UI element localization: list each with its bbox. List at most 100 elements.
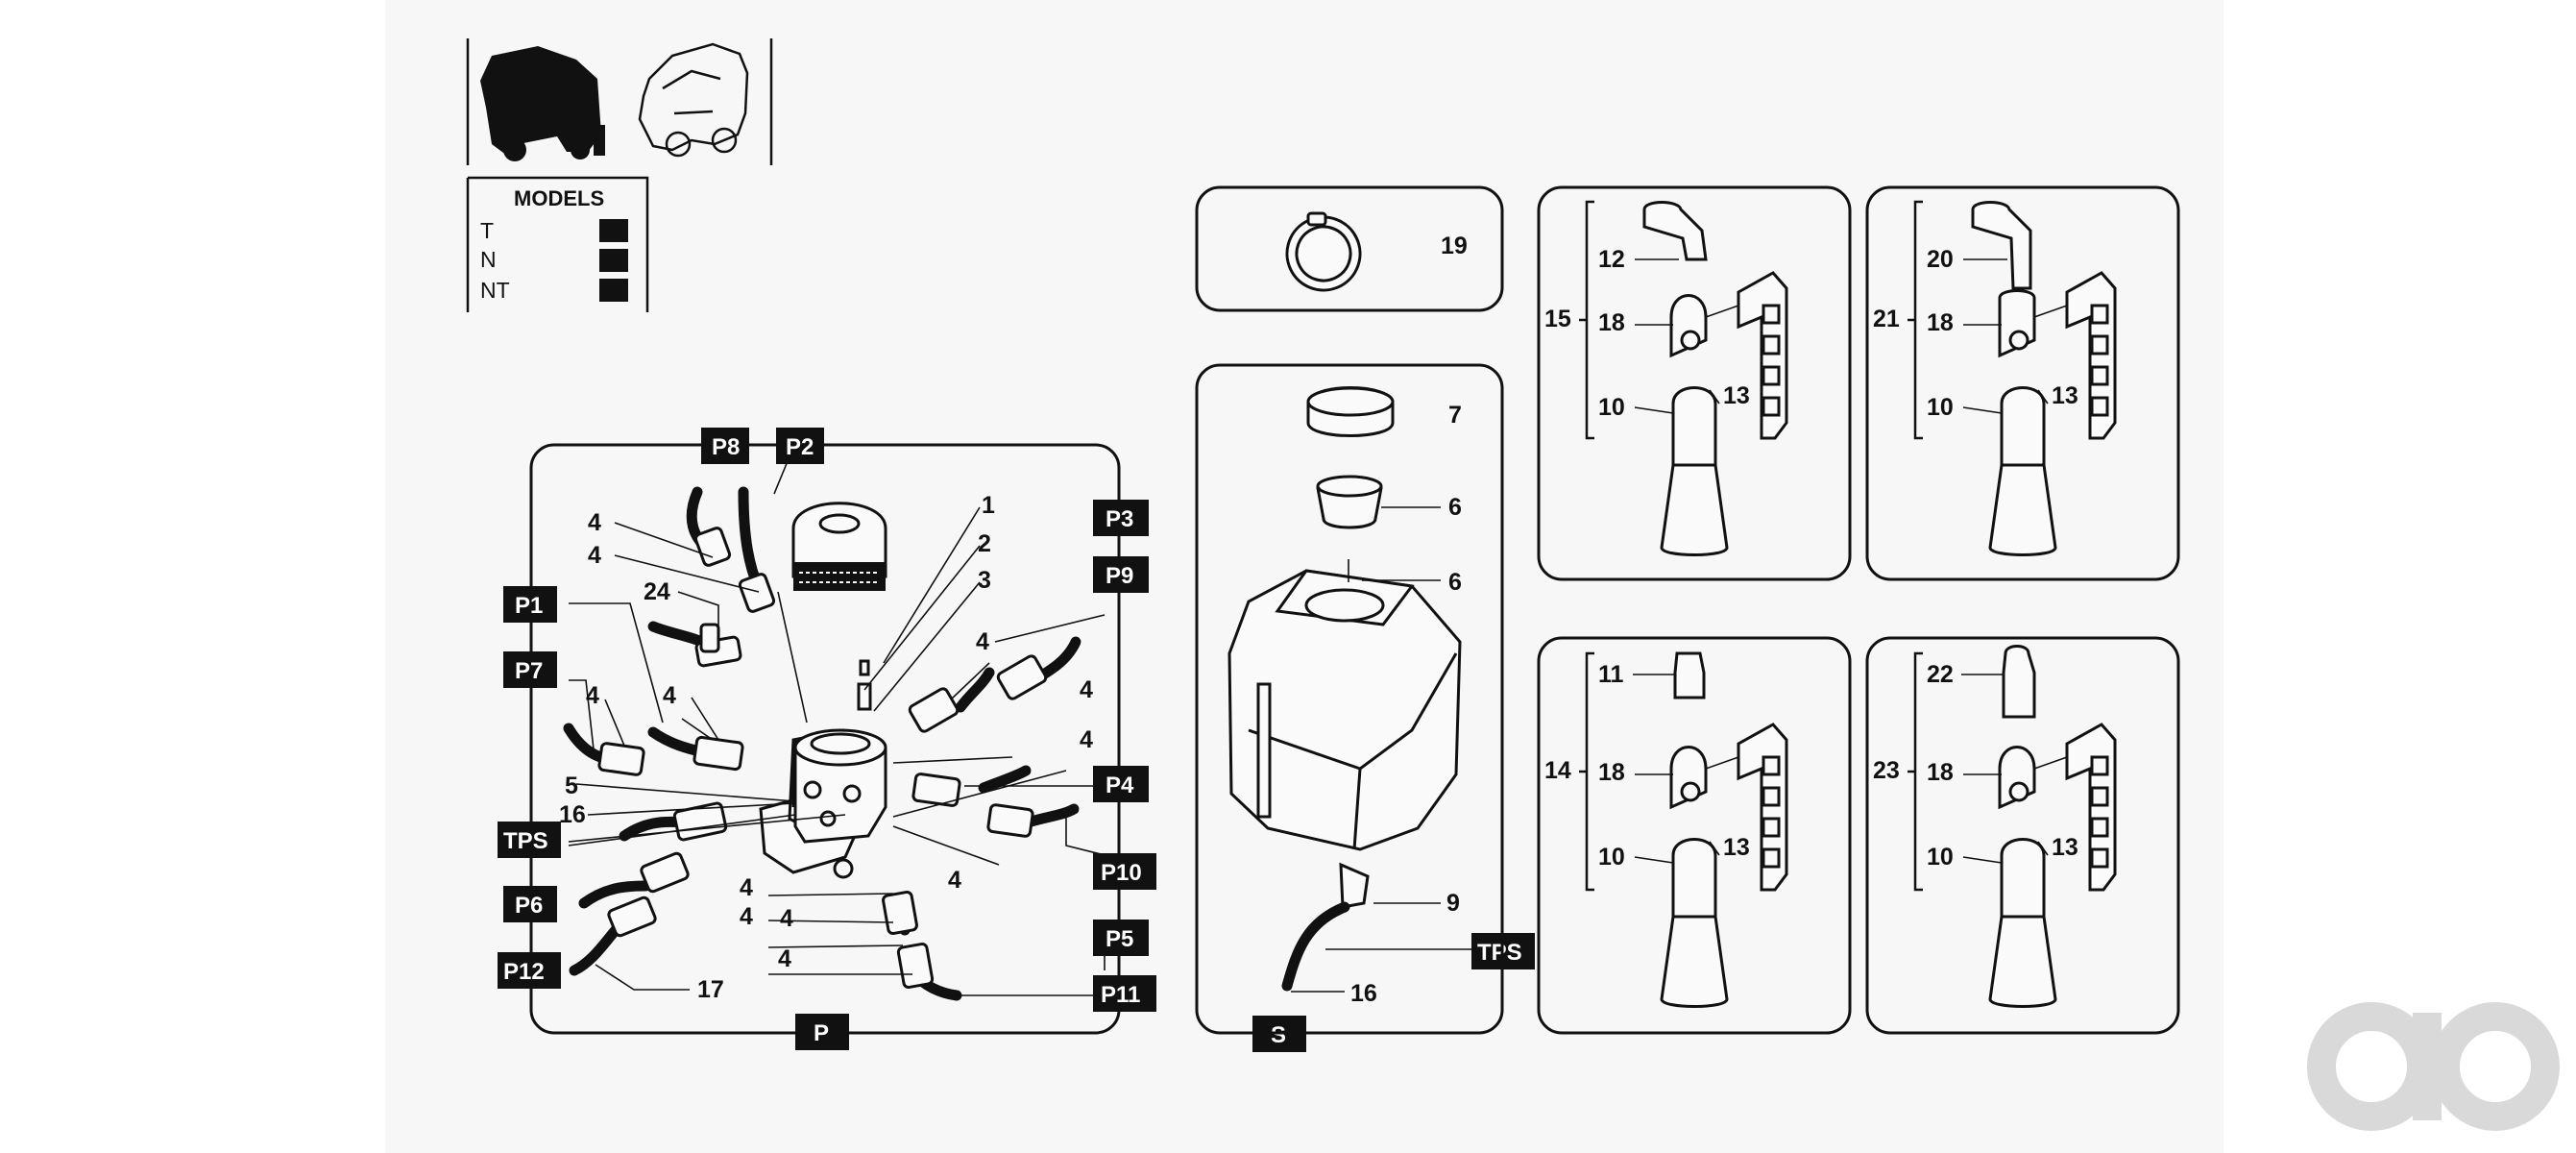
svg-text:P3: P3	[1106, 506, 1133, 532]
callout-6b: 6	[1448, 569, 1462, 596]
callout-4a: 4	[588, 509, 601, 536]
tag-tps-main: TPS	[498, 822, 561, 858]
tag-p3: P3	[1093, 500, 1149, 536]
tag-p2: P2	[776, 428, 824, 464]
svg-text:P8: P8	[712, 434, 740, 460]
callout-7: 7	[1448, 402, 1462, 429]
filler-cap	[791, 502, 887, 591]
model-row-n: N	[480, 247, 497, 272]
callout-20: 20	[1927, 246, 1954, 273]
kit-panel-14: 14 11 18 10 13	[1537, 636, 1852, 1035]
svg-text:P: P	[814, 1020, 829, 1046]
tag-p1: P1	[503, 586, 557, 623]
callout-4k: 4	[780, 905, 793, 932]
callout-4d: 4	[663, 682, 676, 709]
callout-18c: 18	[1598, 759, 1625, 786]
callout-17: 17	[697, 976, 724, 1003]
callout-5: 5	[565, 773, 578, 799]
svg-text:P1: P1	[515, 593, 543, 619]
callout-18a: 18	[1598, 309, 1625, 336]
svg-text:S: S	[1271, 1022, 1286, 1048]
callout-2: 2	[978, 530, 991, 557]
svg-text:P11: P11	[1101, 982, 1140, 1008]
machine-silhouette-filled-icon	[480, 46, 605, 161]
callout-4j: 4	[740, 903, 753, 930]
callout-24: 24	[644, 578, 670, 605]
callout-13c: 13	[1723, 834, 1750, 861]
callout-18b: 18	[1927, 309, 1954, 336]
tag-p11: P11	[1093, 975, 1156, 1012]
callout-4b: 4	[588, 542, 601, 569]
callout-4c: 4	[586, 682, 599, 709]
models-title: MODELS	[514, 186, 604, 210]
svg-text:P5: P5	[1106, 926, 1133, 952]
tag-p10: P10	[1093, 853, 1156, 890]
callout-4h: 4	[948, 867, 961, 894]
model-mark-t	[599, 219, 628, 242]
callout-4l: 4	[778, 945, 791, 972]
model-mark-nt	[599, 279, 628, 302]
svg-text:P2: P2	[786, 434, 814, 460]
callout-11: 11	[1598, 661, 1624, 688]
svg-text:TPS: TPS	[1477, 940, 1522, 966]
callout-9: 9	[1446, 890, 1460, 917]
callout-10a: 10	[1598, 394, 1625, 421]
main-assembly-panel: 1 2 3 4 4 24 4 4 4 4 4 5 16 4 4 4 4 4 17	[529, 443, 1121, 1035]
svg-text:TPS: TPS	[503, 828, 548, 854]
callout-6a: 6	[1448, 494, 1462, 521]
callout-14: 14	[1544, 757, 1571, 784]
callout-16a: 16	[559, 801, 586, 828]
kit-panel-15: 15 12 18 10 13	[1537, 185, 1852, 581]
callout-19: 19	[1441, 233, 1468, 259]
callout-13d: 13	[2052, 834, 2078, 861]
tag-p7: P7	[503, 651, 557, 688]
callout-10d: 10	[1927, 844, 1954, 871]
callout-23: 23	[1873, 757, 1900, 784]
machine-silhouette-outline-icon	[638, 42, 749, 158]
callout-22: 22	[1927, 661, 1954, 688]
callout-16b: 16	[1350, 980, 1377, 1007]
model-row-nt: NT	[480, 278, 510, 303]
callout-15: 15	[1544, 306, 1571, 332]
kit-panel-23: 23 22 18 10 13	[1865, 636, 2180, 1035]
tag-p12: P12	[498, 952, 561, 989]
screw-part	[857, 682, 872, 711]
callout-10b: 10	[1927, 394, 1954, 421]
machine-thumbnails	[466, 38, 773, 165]
callout-18d: 18	[1927, 759, 1954, 786]
callout-4f: 4	[1080, 676, 1093, 703]
port-tags: P8 P2 P3 P9 P1 P7 P4 TPS P10 P6 P5 P12 P…	[498, 428, 1535, 1052]
tag-p6: P6	[503, 886, 557, 922]
tank-panel: 7 6 6 9 16	[1195, 363, 1504, 1035]
tag-p9: P9	[1093, 556, 1149, 593]
leader-lines-main	[568, 460, 1106, 996]
pin-part	[859, 659, 870, 676]
kit-panel-21: 21 20 18 10 13	[1865, 185, 2180, 581]
callout-21: 21	[1873, 306, 1900, 332]
callout-12: 12	[1598, 246, 1625, 273]
callout-13a: 13	[1723, 382, 1750, 409]
model-row-t: T	[480, 218, 494, 243]
tag-p4: P4	[1093, 766, 1149, 802]
callout-1: 1	[982, 492, 995, 519]
svg-text:P10: P10	[1101, 860, 1142, 886]
svg-text:P12: P12	[503, 959, 545, 985]
callout-4g: 4	[1080, 726, 1093, 753]
svg-text:P7: P7	[515, 658, 543, 684]
tag-p8: P8	[701, 428, 749, 464]
clamp-panel: 19	[1195, 185, 1504, 312]
model-mark-n	[599, 249, 628, 272]
distributor-block	[759, 728, 887, 879]
callout-4i: 4	[740, 874, 753, 901]
tag-p: P	[795, 1014, 849, 1050]
callout-4e: 4	[976, 628, 989, 655]
callout-13b: 13	[2052, 382, 2078, 409]
callout-10c: 10	[1598, 844, 1625, 871]
watermark-logo	[2307, 1002, 2560, 1131]
callout-3: 3	[978, 567, 991, 594]
models-legend: MODELS T N NT	[466, 176, 649, 312]
svg-text:P4: P4	[1106, 773, 1134, 798]
svg-text:P6: P6	[515, 893, 543, 919]
svg-text:P9: P9	[1106, 563, 1133, 589]
